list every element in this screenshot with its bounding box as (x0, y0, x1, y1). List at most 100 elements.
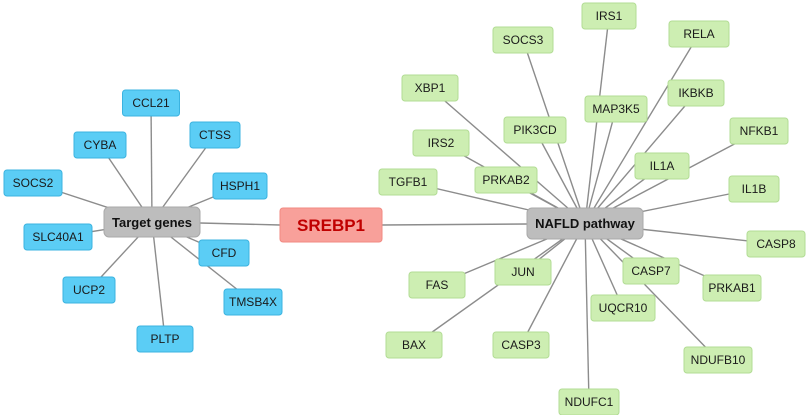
pathway-gene-node-box (746, 230, 806, 258)
hub-nafld-pathway: NAFLD pathway (526, 207, 644, 240)
pathway-gene-node-rela: RELA (668, 20, 730, 48)
target-gene-node-label: CYBA (84, 138, 117, 152)
pathway-gene-node-casp3: CASP3 (492, 331, 550, 359)
pathway-gene-node-box (622, 257, 680, 285)
pathway-gene-node-casp7: CASP7 (622, 257, 680, 285)
node-layer: SREBP1 Target genes NAFLD pathway CCL21C… (3, 2, 806, 415)
pathway-gene-node-label: MAP3K5 (592, 102, 640, 116)
target-gene-node-socs2: SOCS2 (3, 169, 63, 197)
pathway-gene-node-box (584, 95, 648, 123)
pathway-gene-node-box (683, 346, 753, 374)
target-gene-node-box (122, 89, 180, 117)
target-gene-node-label: SOCS2 (13, 176, 54, 190)
edge-center-to-pathway-hub (381, 223, 528, 226)
target-gene-node-label: SLC40A1 (32, 230, 84, 244)
pathway-gene-node-label: PRKAB2 (482, 173, 530, 187)
hub-pathway-label: NAFLD pathway (535, 216, 635, 231)
pathway-gene-node-jun: JUN (494, 258, 552, 286)
pathway-gene-node-label: NFKB1 (740, 124, 779, 138)
pathway-gene-node-box (668, 20, 730, 48)
pathway-gene-node-irs1: IRS1 (581, 2, 637, 30)
pathway-gene-node-label: FAS (426, 278, 449, 292)
edge-target-gene-pltp (151, 221, 166, 340)
target-gene-node-cfd: CFD (198, 239, 250, 267)
pathway-gene-node-label: CASP8 (756, 237, 796, 251)
pathway-gene-node-box (728, 175, 780, 203)
pathway-gene-node-fas: FAS (408, 271, 466, 299)
edge-target-gene-ccl21 (150, 102, 153, 223)
target-gene-node-pltp: PLTP (136, 325, 194, 353)
pathway-gene-node-label: PIK3CD (513, 123, 557, 137)
pathway-gene-node-box (558, 388, 620, 415)
pathway-gene-node-box (503, 116, 567, 144)
pathway-gene-node-label: IKBKB (678, 86, 713, 100)
pathway-gene-node-box (634, 152, 690, 180)
pathway-gene-node-uqcr10: UQCR10 (590, 294, 656, 322)
pathway-gene-node-box (667, 79, 725, 107)
pathway-gene-node-box (729, 117, 789, 145)
target-gene-node-box (62, 276, 116, 304)
pathway-gene-node-label: XBP1 (415, 81, 446, 95)
pathway-gene-node-box (581, 2, 637, 30)
pathway-gene-node-label: PRKAB1 (708, 281, 756, 295)
pathway-gene-node-xbp1: XBP1 (401, 74, 459, 102)
edge-pathway-gene-rela (584, 33, 700, 224)
edge-pathway-gene-xbp1 (429, 87, 586, 224)
pathway-gene-node-label: IRS2 (428, 136, 455, 150)
edge-pathway-gene-map3k5 (584, 108, 617, 224)
pathway-gene-node-box (408, 271, 466, 299)
target-gene-node-label: TMSB4X (229, 295, 277, 309)
pathway-gene-node-label: UQCR10 (599, 301, 648, 315)
center-node-srebp1: SREBP1 (279, 207, 383, 243)
pathway-gene-node-prkab2: PRKAB2 (474, 166, 538, 194)
edge-target-hub-to-center (199, 222, 281, 226)
target-gene-node-label: CFD (212, 246, 237, 260)
pathway-gene-node-irs2: IRS2 (412, 129, 470, 157)
pathway-gene-node-box (385, 331, 443, 359)
pathway-gene-node-label: NDUFC1 (565, 395, 614, 409)
pathway-gene-node-il1b: IL1B (728, 175, 780, 203)
pathway-gene-node-box (702, 274, 762, 302)
target-gene-node-box (212, 172, 268, 200)
pathway-gene-node-box (590, 294, 656, 322)
target-gene-node-label: CTSS (199, 128, 231, 142)
pathway-gene-node-ikbkb: IKBKB (667, 79, 725, 107)
edge-pathway-gene-casp3 (520, 222, 586, 346)
pathway-gene-node-casp8: CASP8 (746, 230, 806, 258)
target-gene-node-box (3, 169, 63, 197)
pathway-gene-node-label: IL1B (742, 182, 767, 196)
target-gene-node-box (73, 131, 127, 159)
pathway-gene-node-label: CASP3 (501, 338, 541, 352)
target-gene-node-label: UCP2 (73, 283, 105, 297)
target-gene-node-label: PLTP (150, 332, 179, 346)
pathway-gene-node-label: TGFB1 (389, 175, 428, 189)
pathway-gene-node-box (492, 26, 554, 54)
pathway-gene-node-prkab1: PRKAB1 (702, 274, 762, 302)
edge-pathway-gene-ndufb10 (584, 222, 719, 361)
pathway-gene-node-label: JUN (511, 265, 534, 279)
target-gene-node-slc40a1: SLC40A1 (23, 223, 93, 251)
target-gene-node-ucp2: UCP2 (62, 276, 116, 304)
target-gene-node-ccl21: CCL21 (122, 89, 180, 117)
pathway-gene-node-il1a: IL1A (634, 152, 690, 180)
hub-target-genes: Target genes (103, 206, 201, 238)
pathway-gene-node-box (474, 166, 538, 194)
pathway-gene-node-label: IRS1 (596, 9, 623, 23)
target-gene-node-box (223, 288, 283, 316)
pathway-gene-node-tgfb1: TGFB1 (378, 168, 438, 196)
pathway-gene-node-label: IL1A (650, 159, 675, 173)
pathway-gene-node-box (378, 168, 438, 196)
target-gene-node-box (198, 239, 250, 267)
pathway-gene-node-pik3cd: PIK3CD (503, 116, 567, 144)
target-gene-node-label: CCL21 (132, 96, 170, 110)
edge-pathway-gene-ndufc1 (584, 222, 590, 403)
target-gene-node-box (136, 325, 194, 353)
pathway-gene-node-socs3: SOCS3 (492, 26, 554, 54)
pathway-gene-node-box (492, 331, 550, 359)
hub-target-label: Target genes (112, 215, 192, 230)
pathway-gene-node-label: NDUFB10 (691, 353, 746, 367)
target-gene-node-box (23, 223, 93, 251)
pathway-gene-node-map3k5: MAP3K5 (584, 95, 648, 123)
pathway-gene-node-box (401, 74, 459, 102)
